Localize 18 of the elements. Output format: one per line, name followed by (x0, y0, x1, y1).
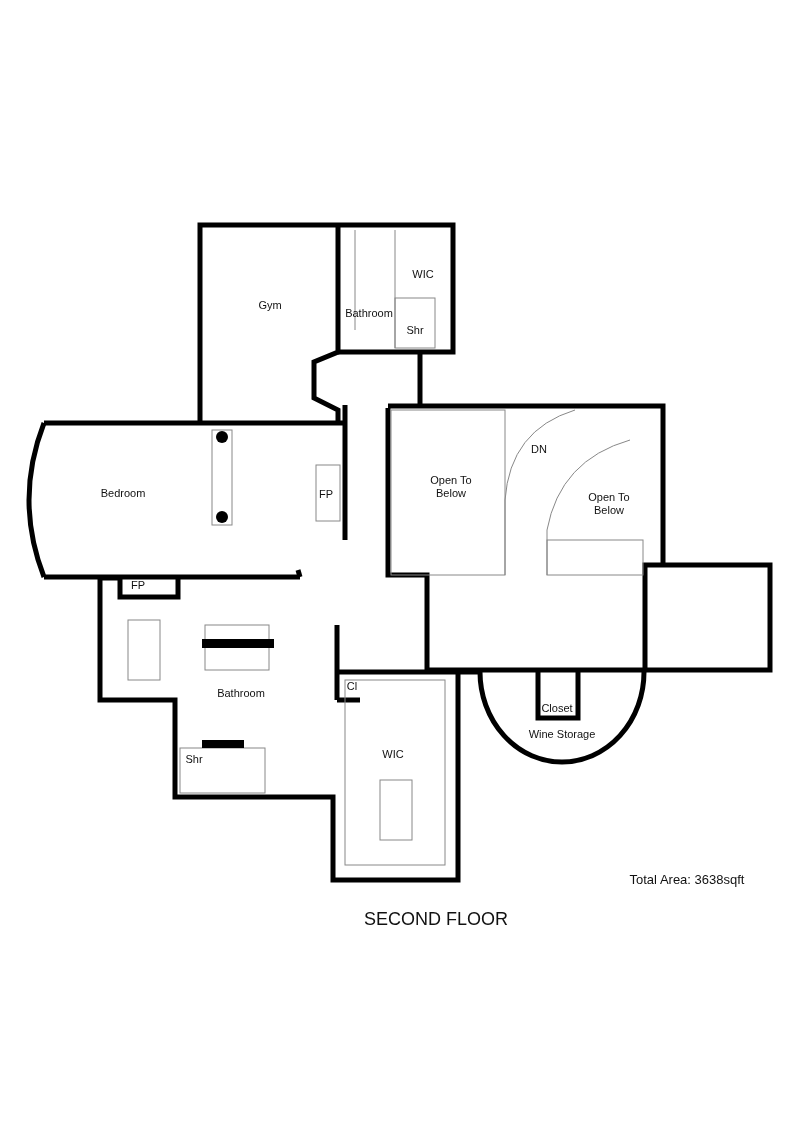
room-label: WIC (411, 267, 435, 281)
room-label: Closet (540, 701, 574, 715)
room-label: Bedroom (99, 486, 147, 500)
room-label: Gym (257, 298, 283, 312)
room-label: Shr (184, 752, 204, 766)
stair-direction-label: DN (530, 442, 548, 456)
area-label: Open To Below (429, 474, 473, 500)
fireplace-label: FP (129, 578, 147, 592)
floor-title: SECOND FLOOR (363, 912, 509, 926)
area-note: Total Area: 3638sqft (628, 872, 746, 886)
room-label: Bathroom (216, 686, 266, 700)
fireplace-label: FP (317, 487, 335, 501)
room-label: Bathroom (344, 306, 394, 320)
room-label: Wine Storage (527, 727, 597, 741)
room-label: WIC (381, 747, 405, 761)
area-label: Open To Below (587, 491, 631, 517)
room-label: Shr (405, 323, 425, 337)
room-label: Cl (345, 679, 359, 693)
